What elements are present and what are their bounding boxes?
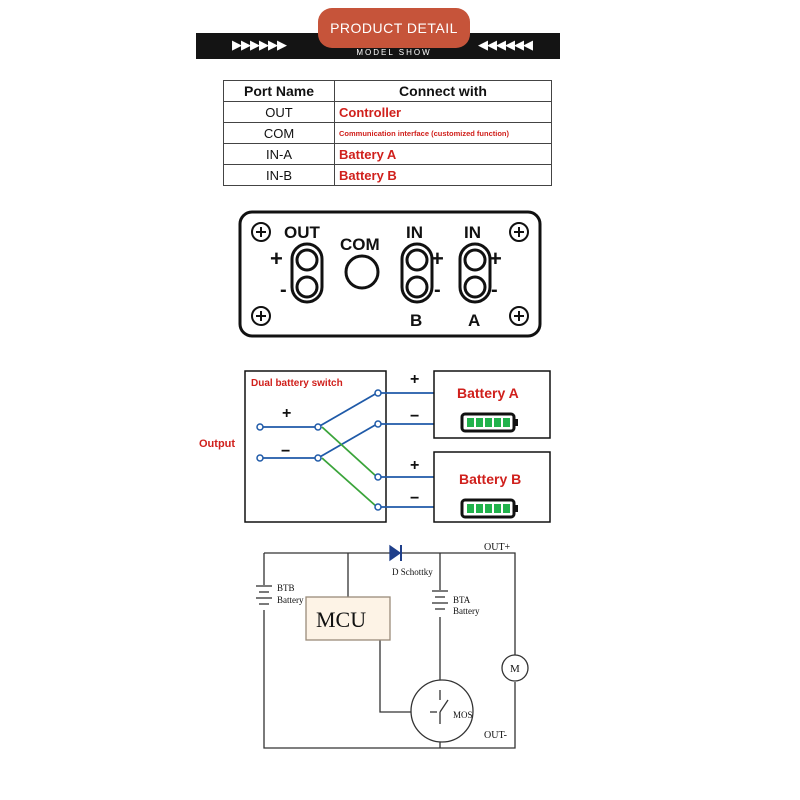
switch-plus: + bbox=[282, 405, 291, 422]
motor-icon bbox=[501, 654, 529, 682]
battery-a-label: Battery A bbox=[457, 385, 519, 401]
arrows-right-icon: ◀◀◀◀◀◀ bbox=[478, 38, 533, 53]
battery-b-box: Battery B bbox=[433, 451, 551, 523]
screw-icon bbox=[251, 306, 271, 326]
connect-cell: Battery B bbox=[334, 164, 552, 186]
mos-label: MOS bbox=[453, 710, 473, 720]
mos-switch-icon bbox=[410, 679, 474, 743]
port-table: Port Name Connect with OUT Controller CO… bbox=[223, 80, 552, 186]
port-cell: IN-B bbox=[223, 164, 335, 186]
out-label: OUT bbox=[284, 223, 321, 242]
bta-battery-icon bbox=[432, 590, 448, 610]
arrows-left-icon: ▶▶▶▶▶▶ bbox=[232, 38, 287, 53]
battery-full-icon bbox=[460, 412, 518, 433]
in-b-plus: + bbox=[431, 246, 444, 271]
header-port-name: Port Name bbox=[223, 80, 335, 102]
com-label: COM bbox=[340, 235, 380, 254]
battery-a-plus: + bbox=[410, 371, 419, 388]
table-row: IN-B Battery B bbox=[223, 164, 552, 186]
mcu-label: MCU bbox=[316, 607, 366, 632]
btb-battery-icon bbox=[256, 585, 272, 605]
schottky-diode-icon bbox=[389, 544, 402, 562]
in-a-port bbox=[458, 242, 492, 304]
com-port bbox=[344, 254, 380, 290]
switch-title: Dual battery switch bbox=[251, 378, 343, 389]
screw-icon bbox=[509, 306, 529, 326]
battery-b-plus: + bbox=[410, 457, 419, 474]
battery-full-icon bbox=[460, 498, 518, 519]
diode-label: D Schottky bbox=[392, 567, 433, 577]
in-a-label: IN bbox=[464, 223, 481, 242]
switch-minus: − bbox=[281, 443, 290, 460]
out-minus-label: OUT- bbox=[484, 730, 507, 741]
in-b-label: IN bbox=[406, 223, 423, 242]
battery-b-minus: − bbox=[410, 490, 419, 507]
in-b-letter: B bbox=[410, 311, 422, 330]
bta-label-2: Battery bbox=[453, 606, 480, 616]
circuit-schematic bbox=[256, 544, 529, 749]
btb-label-2: Battery bbox=[277, 595, 304, 605]
screw-icon bbox=[251, 222, 271, 242]
battery-a-minus: − bbox=[410, 408, 419, 425]
table-header-row: Port Name Connect with bbox=[223, 80, 552, 102]
battery-b-label: Battery B bbox=[459, 471, 521, 487]
device-panel: OUT + - COM IN + - B IN + - A bbox=[238, 210, 542, 338]
motor-label: M bbox=[510, 663, 520, 675]
in-b-port bbox=[400, 242, 434, 304]
table-row: COM Communication interface (customized … bbox=[223, 122, 552, 144]
screw-icon bbox=[509, 222, 529, 242]
in-a-plus: + bbox=[489, 246, 502, 271]
out-plus-label: OUT+ bbox=[484, 542, 511, 553]
banner-title: PRODUCT DETAIL bbox=[330, 20, 458, 36]
banner-pill: PRODUCT DETAIL bbox=[318, 8, 470, 48]
banner-subtitle: MODEL SHOW bbox=[356, 48, 432, 57]
in-a-letter: A bbox=[468, 311, 480, 330]
out-minus: - bbox=[280, 279, 287, 301]
circuit-labels: MCU D Schottky BTB Battery BTA Battery M… bbox=[277, 542, 520, 741]
header-connect-with: Connect with bbox=[334, 80, 552, 102]
bta-label: BTA bbox=[453, 595, 471, 605]
in-a-minus: - bbox=[491, 279, 498, 301]
in-b-minus: - bbox=[434, 279, 441, 301]
btb-label: BTB bbox=[277, 583, 295, 593]
mcu-box bbox=[305, 596, 391, 641]
switch-diagram: Dual battery switch Output + − + − + − bbox=[199, 370, 551, 523]
battery-a-box: Battery A bbox=[433, 370, 551, 439]
out-port bbox=[290, 242, 324, 304]
output-label: Output bbox=[199, 438, 235, 450]
out-plus: + bbox=[270, 246, 283, 271]
